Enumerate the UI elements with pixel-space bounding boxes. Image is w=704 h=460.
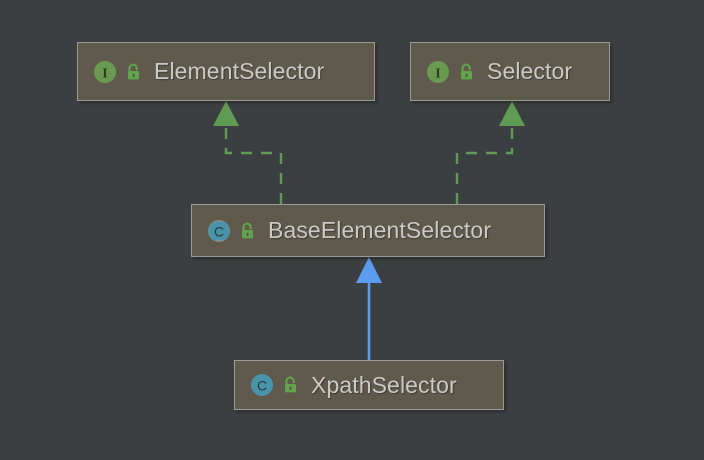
edge-base-implements-selector[interactable] xyxy=(455,101,525,204)
unlocked-padlock-icon xyxy=(239,221,257,241)
interface-icon: I xyxy=(425,59,451,85)
class-icon: C xyxy=(249,372,275,398)
class-name-label: ElementSelector xyxy=(154,58,325,84)
class-node-element-selector[interactable]: I ElementSelector xyxy=(77,42,375,101)
svg-text:I: I xyxy=(435,66,440,81)
interface-icon: I xyxy=(92,59,118,85)
edge-base-implements-elementselector[interactable] xyxy=(213,101,283,204)
class-name-label: BaseElementSelector xyxy=(268,217,492,243)
generalization-arrowhead xyxy=(356,257,382,283)
class-node-xpath-selector[interactable]: C XpathSelector xyxy=(234,360,504,410)
svg-text:C: C xyxy=(257,378,267,394)
unlocked-padlock-icon xyxy=(458,62,476,82)
class-name-label: Selector xyxy=(487,58,573,84)
realization-arrowhead-selector xyxy=(499,101,525,126)
svg-text:C: C xyxy=(214,223,224,239)
realization-arrowhead-elementselector xyxy=(213,101,239,126)
unlocked-padlock-icon xyxy=(125,62,143,82)
realization-line-selector xyxy=(455,112,514,204)
class-name-label: XpathSelector xyxy=(311,371,457,398)
abstract-class-icon: C xyxy=(206,218,232,244)
svg-text:I: I xyxy=(102,66,107,81)
realization-line-elementselector xyxy=(224,112,283,204)
unlocked-padlock-icon xyxy=(282,375,300,395)
class-node-base-element-selector[interactable]: C BaseElementSelector xyxy=(191,204,545,257)
class-node-selector[interactable]: I Selector xyxy=(410,42,610,101)
edge-xpath-extends-base[interactable] xyxy=(356,257,382,360)
